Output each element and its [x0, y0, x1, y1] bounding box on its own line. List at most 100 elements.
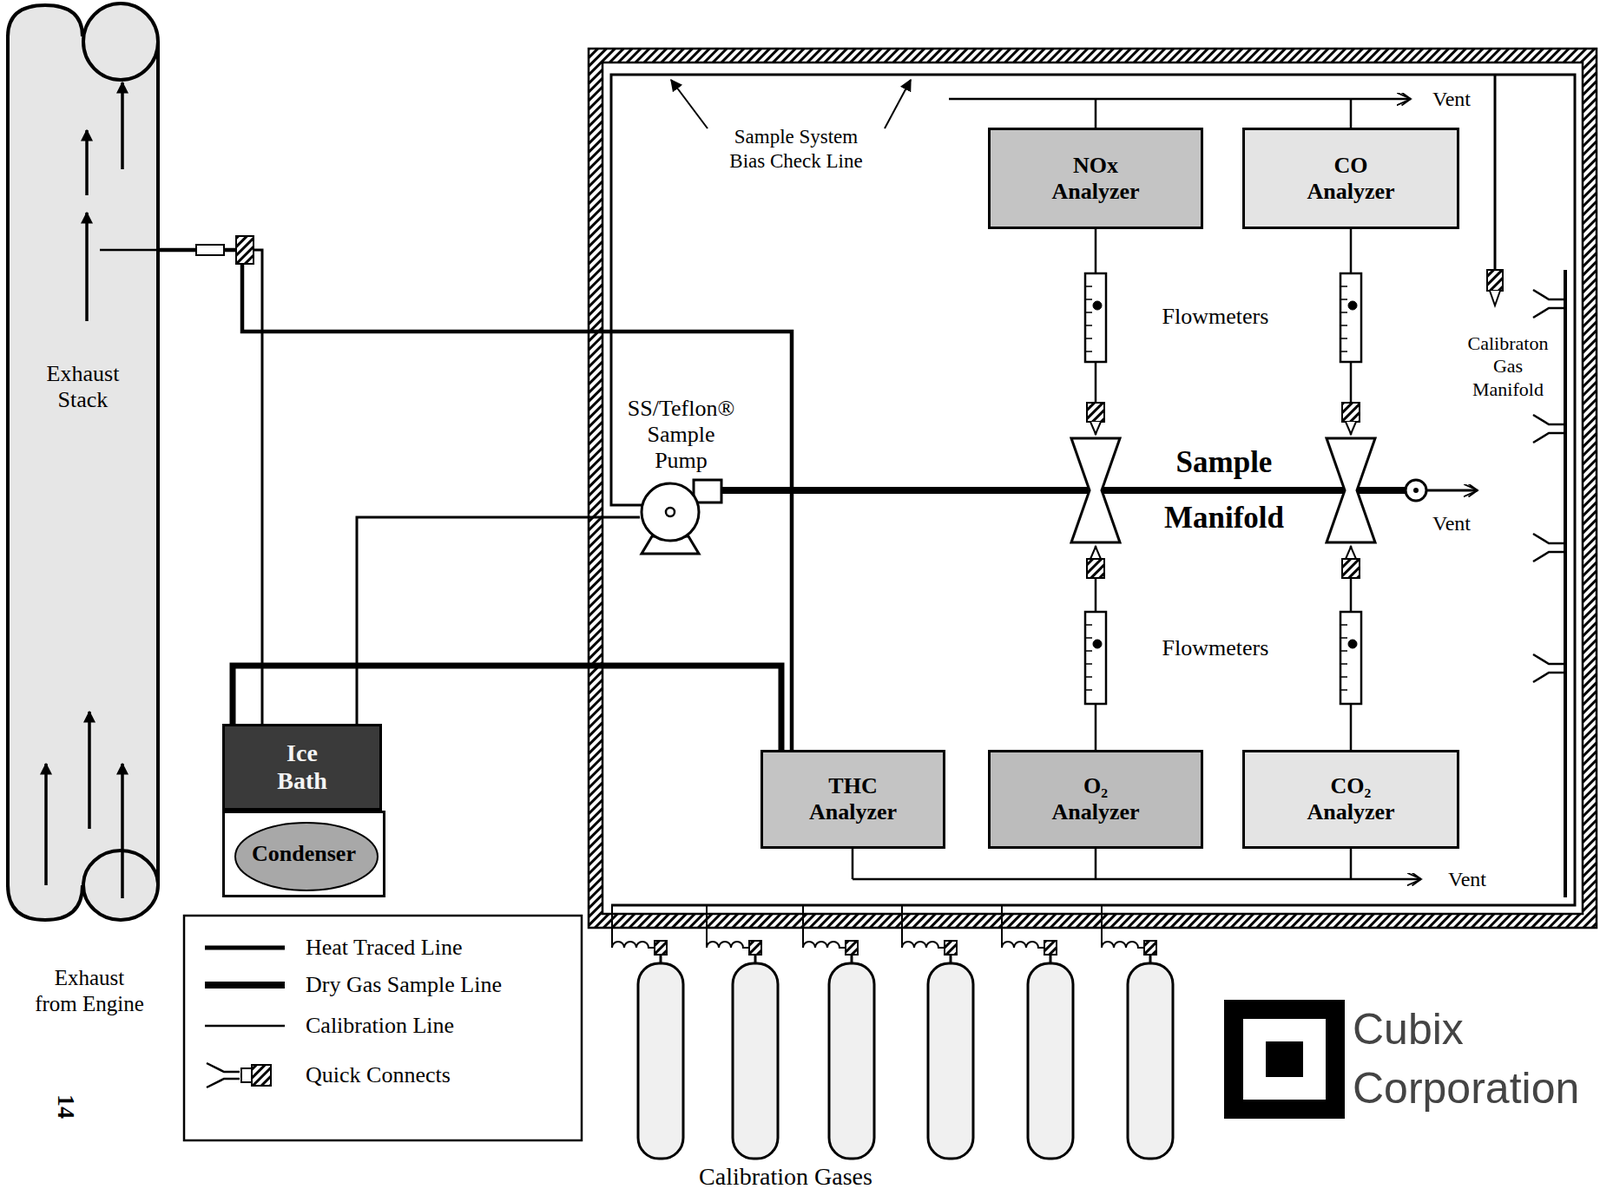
flowmeter — [1340, 286, 1348, 352]
cylinder-group-label: Calibration Gases — [698, 1162, 873, 1192]
bias-check-line — [1489, 290, 1501, 306]
sample-manifold-line — [1413, 487, 1419, 494]
analyzer-label: NOx Analyzer — [1043, 152, 1148, 205]
analyzer-label: O₂ Analyzer — [1043, 773, 1148, 826]
quick-connect — [1090, 546, 1101, 560]
company-logo — [1224, 1000, 1345, 1120]
calibration-gas-cylinder — [1127, 963, 1173, 1159]
pump-outlet — [693, 480, 722, 503]
condenser-box: Condenser — [222, 810, 386, 898]
calibration-line — [356, 517, 640, 725]
exhaust-stack-pipe — [83, 850, 159, 921]
flowmeter — [1340, 612, 1362, 705]
line-sample — [204, 981, 285, 989]
analyzer-box: NOx Analyzer — [987, 127, 1204, 230]
analyzer-box: CO₂ Analyzer — [1242, 750, 1460, 850]
quick-connect — [1086, 402, 1105, 422]
flowmeter — [1340, 273, 1362, 363]
calibration-gas-cylinder — [944, 941, 957, 955]
vent-label: Vent — [1432, 86, 1471, 112]
legend-entry: Calibration Line — [201, 1008, 455, 1044]
flow-arrow — [87, 711, 92, 830]
flowmeter-label: Flowmeters — [1162, 302, 1270, 330]
calibration-gas-cylinder — [803, 905, 846, 949]
calibration-gas-cylinder — [1101, 905, 1145, 949]
logo-text: Cubix — [1352, 1003, 1464, 1056]
quick-connect — [1086, 402, 1360, 579]
analyzer-box: O₂ Analyzer — [987, 750, 1204, 850]
bias-check-line — [1494, 74, 1497, 270]
exhaust-stack-pipe — [7, 5, 83, 37]
line-sample — [204, 1025, 285, 1028]
exhaust-stack: Exhaust Stack — [7, 3, 159, 920]
exhaust-stack-pipe — [99, 249, 159, 252]
sample-manifold-line — [1067, 480, 1478, 501]
calibration-gas-cylinder — [902, 905, 945, 949]
exhaust-stack-pipe — [7, 885, 83, 921]
heat-traced-line — [158, 250, 263, 725]
line-sample — [204, 946, 285, 951]
company-logo — [1224, 1000, 1345, 1120]
flowmeter — [1085, 273, 1107, 363]
bias-check-line — [611, 74, 1575, 906]
quick-connect-symbol — [206, 1063, 240, 1088]
legend-box — [184, 915, 582, 1141]
calibration-gas-cylinder — [612, 905, 1173, 1159]
sample-manifold-line — [1426, 489, 1478, 493]
flow-arrow — [46, 82, 123, 899]
calibration-gas-cylinder — [732, 963, 778, 1159]
sample-manifold: Sample Manifold — [1067, 434, 1381, 547]
pump-hub — [665, 507, 675, 517]
calibration-gas-manifold — [1533, 414, 1566, 443]
exhaust-stack-pipe — [7, 3, 159, 921]
calibration-gas-cylinder — [845, 941, 858, 955]
manifold-label: Sample Manifold — [1145, 434, 1303, 547]
page-number: 14 — [51, 1094, 81, 1120]
calibration-gas-manifold — [1563, 269, 1568, 898]
calibration-gas-manifold — [1533, 289, 1566, 318]
analyzer-box: THC Analyzer — [760, 750, 946, 850]
calibration-gas-cylinder — [1044, 941, 1057, 955]
quick-connect — [1342, 559, 1360, 579]
exhaust-stack-pipe — [83, 3, 159, 80]
legend-label: Calibration Line — [305, 1013, 455, 1040]
manifold-callout: Calibraton Gas Manifold — [1462, 332, 1554, 402]
legend-label: Heat Traced Line — [305, 934, 463, 962]
exhaust-stack-pipe — [7, 34, 159, 888]
ice-bath-box: Ice Bath — [222, 724, 382, 811]
legend-box — [184, 915, 582, 1141]
legend-label: Quick Connects — [305, 1062, 451, 1089]
quick-connect — [1090, 421, 1101, 435]
quick-connect-symbol — [241, 1068, 252, 1083]
flow-arrow — [120, 82, 125, 170]
flow-arrow — [120, 763, 125, 899]
calibration-gas-cylinder — [1001, 905, 1045, 949]
legend-sample — [201, 930, 289, 966]
calibration-gas-cylinder — [638, 963, 684, 1159]
manifold-valve — [1326, 438, 1376, 543]
condenser-ellipse — [235, 823, 378, 891]
dry-gas-sample-line — [722, 487, 1068, 494]
pump-housing — [641, 483, 699, 541]
flowmeter — [1348, 301, 1357, 310]
calibration-gas-manifold — [1533, 654, 1566, 683]
manifold-valve — [1071, 438, 1120, 543]
pump-label: SS/Teflon® Sample Pump — [622, 395, 740, 475]
company-logo — [1265, 1041, 1304, 1078]
vent-line — [852, 849, 1351, 880]
stack-caption: Exhaust from Engine — [32, 965, 146, 1018]
quick-connect — [1345, 546, 1357, 560]
quick-connect — [1342, 402, 1360, 422]
flowmeter — [1093, 639, 1102, 649]
flowmeter — [1340, 625, 1348, 691]
bias-check-line — [611, 74, 1575, 906]
vent-line — [852, 878, 1422, 882]
leader-arrow — [671, 79, 911, 129]
flow-arrow — [85, 130, 89, 196]
quick-connect — [1086, 559, 1105, 579]
calibration-gas-cylinder — [706, 905, 750, 949]
bias-check-line — [1487, 269, 1503, 291]
condenser-label: Condenser — [251, 841, 356, 868]
